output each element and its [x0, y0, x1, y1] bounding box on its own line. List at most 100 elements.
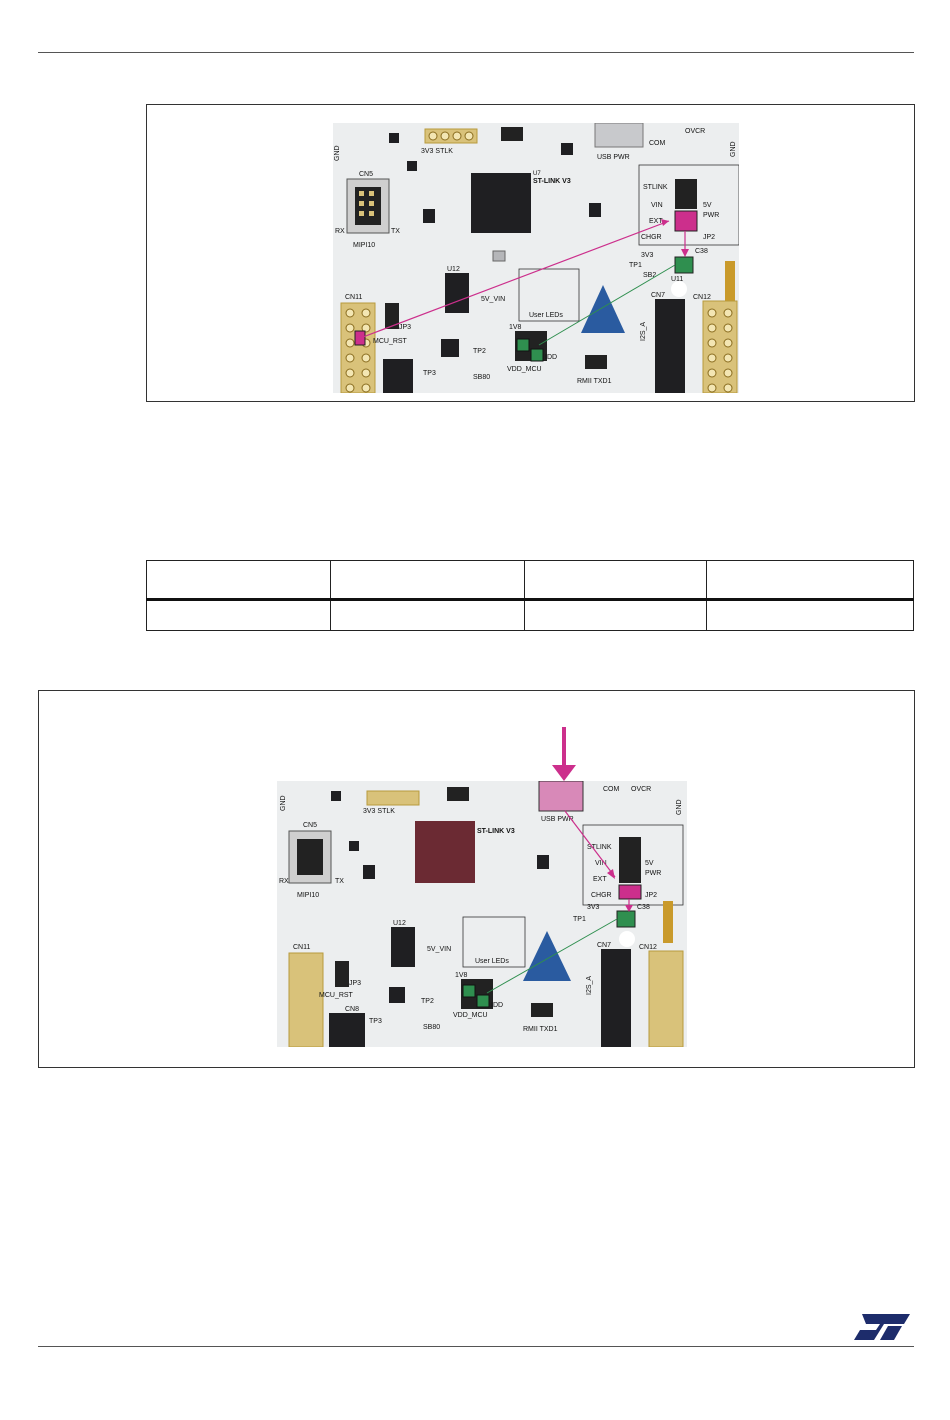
rmii-txd1-label: RMII TXD1: [577, 378, 612, 385]
chgr-label: CHGR: [641, 234, 662, 241]
mcu-rst-label: MCU_RST: [319, 992, 354, 999]
1v8-label: 1V8: [455, 972, 468, 979]
cn5-socket: [297, 839, 323, 875]
figure-1-board-photo: CN11 CN5 MIPI10 RX TX GND 3V3 STLK ST-L: [333, 123, 739, 393]
header-rule: [38, 52, 914, 53]
mipi10-label: MIPI10: [353, 242, 375, 249]
u8-chip: [349, 841, 359, 851]
cn8-header: [383, 359, 413, 393]
vin-label: VIN: [651, 202, 663, 209]
cn11-header: [340, 302, 376, 393]
power-select-box: [638, 164, 739, 246]
pwr-label: PWR: [703, 212, 719, 219]
rx-label: RX: [279, 878, 289, 885]
gnd-right-label: GND: [730, 141, 737, 157]
st-link-v3-label: ST-LINK V3: [477, 828, 515, 835]
cn5-label: CN5: [303, 822, 317, 829]
mounting-hole: [671, 281, 687, 297]
gnd-left-label: GND: [334, 145, 341, 161]
vdd-mcu-label: VDD_MCU: [507, 366, 542, 373]
tp1-label: TP1: [629, 262, 642, 269]
tp1-label: TP1: [573, 916, 586, 923]
5v-vin-label: 5V_VIN: [427, 946, 451, 953]
cn7-label: CN7: [651, 292, 665, 299]
cn8-header: [329, 1013, 365, 1047]
mounting-hole: [619, 931, 635, 947]
tp2-label: TP2: [421, 998, 434, 1005]
jp3-label: JP3: [399, 324, 411, 331]
rmii-jumper: [585, 355, 607, 369]
tp3-label: TP3: [369, 1018, 382, 1025]
3v3-stlk-label: 3V3 STLK: [363, 808, 395, 815]
com-label: COM: [603, 786, 620, 793]
mcu-rst-label: MCU_RST: [373, 338, 408, 345]
jp5-highlight: [516, 338, 530, 352]
jp5-highlight: [462, 984, 476, 998]
1v8-label: 1V8: [509, 324, 522, 331]
chgr-label: CHGR: [591, 892, 612, 899]
table-header-cell: [706, 560, 914, 601]
ext-label: EXT: [649, 218, 663, 225]
usb-pointer-arrow-icon: [552, 727, 576, 781]
jp2-jumper: [619, 837, 641, 883]
u11-highlight: [674, 256, 694, 274]
ovcr-label: OVCR: [631, 786, 651, 793]
5v-label: 5V: [703, 202, 712, 209]
cn12-label: CN12: [639, 944, 657, 951]
cn12-header: [648, 950, 684, 1047]
u7-label: U7: [533, 171, 541, 177]
jp3-label: JP3: [349, 980, 361, 987]
footer-rule: [38, 1346, 914, 1347]
stlink-label: STLINK: [587, 844, 612, 851]
table-cell: [706, 599, 914, 631]
table-header-row: [146, 560, 914, 601]
rmii-txd1-label: RMII TXD1: [523, 1026, 558, 1033]
cn5-label: CN5: [359, 171, 373, 178]
vin-label: VIN: [595, 860, 607, 867]
cn7-header: [655, 299, 685, 393]
table-header-cell: [330, 560, 525, 601]
power-path-magenta: [564, 810, 616, 878]
u12-regulator: [445, 273, 469, 313]
u12-label: U12: [447, 266, 460, 273]
tp2-label: TP2: [473, 348, 486, 355]
cn12-label: CN12: [693, 294, 711, 301]
ovcr-label: OVCR: [685, 128, 705, 135]
cn11-label: CN11: [293, 944, 310, 951]
com-label: COM: [649, 140, 666, 147]
tx-label: TX: [335, 878, 344, 885]
usb-pwr-label: USB PWR: [541, 816, 574, 823]
user-leds-label: User LEDs: [475, 958, 509, 965]
stlink-label: STLINK: [643, 184, 668, 191]
usb-pwr-label: USB PWR: [597, 154, 630, 161]
jp4-highlight: [530, 348, 544, 362]
cn7-header: [601, 949, 631, 1047]
arrowhead-magenta-2: [625, 905, 633, 912]
arrowhead-magenta-1: [661, 219, 669, 226]
3v3-stlk-label: 3V3 STLK: [421, 148, 453, 155]
esd-logo-icon: [523, 931, 571, 981]
stlink-mcu-chip: [415, 821, 475, 883]
top-jumper: [447, 787, 469, 801]
tx-label: TX: [391, 228, 400, 235]
u1-chip: [389, 133, 399, 143]
tp3-label: TP3: [423, 370, 436, 377]
jp2-jumper-highlight: [618, 884, 642, 900]
pwr-label: PWR: [645, 870, 661, 877]
u1-chip: [331, 791, 341, 801]
u11-highlight: [616, 910, 636, 928]
esd-logo-icon: [581, 285, 625, 333]
jp4-highlight: [476, 994, 490, 1008]
cn2-header: [424, 128, 478, 144]
u10-chip: [363, 865, 375, 879]
table-header-cell: [524, 560, 707, 601]
u2-chip: [561, 143, 573, 155]
usb-connector: [594, 123, 644, 148]
u8-chip: [407, 161, 417, 171]
u11-label: U11: [671, 276, 683, 283]
cn11-header: [288, 952, 324, 1047]
jp3-jumper: [335, 961, 349, 987]
c38-label: C38: [695, 248, 708, 255]
u9-chip: [589, 203, 601, 217]
rx-label: RX: [335, 228, 345, 235]
